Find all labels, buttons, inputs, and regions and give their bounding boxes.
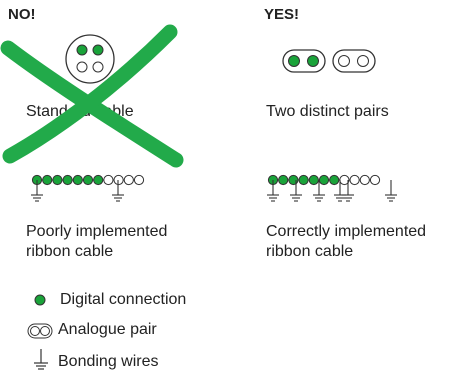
correct-ribbon-cable-icon — [267, 174, 397, 202]
ribbon-analogue-conductor — [349, 174, 360, 186]
ground-symbol-icon — [342, 180, 354, 202]
ribbon-digital-conductor — [329, 174, 340, 186]
poor-ribbon-cable-icon — [31, 174, 145, 202]
legend-analogue-icon — [27, 323, 53, 339]
ribbon-digital-conductor — [93, 174, 104, 186]
legend-ground-symbol-icon — [34, 349, 48, 370]
legend-analogue-label: Analogue pair — [58, 321, 157, 338]
two-pairs-cross-section-icon — [282, 49, 376, 73]
ribbon-digital-conductor — [288, 174, 299, 186]
ground-symbol-icon — [31, 180, 43, 202]
correct-ribbon-label-line2: ribbon cable — [266, 243, 354, 260]
ribbon-analogue-conductor — [103, 174, 114, 186]
ground-symbol-icon — [112, 180, 124, 202]
ribbon-analogue-conductor — [369, 174, 381, 186]
ribbon-digital-conductor — [278, 174, 289, 186]
ribbon-digital-conductor — [72, 174, 83, 186]
ribbon-analogue-conductor — [359, 174, 370, 186]
correct-ribbon-label-line1: Correctly implemented — [266, 223, 427, 240]
yes-heading: YES! — [264, 6, 300, 23]
no-heading: NO! — [8, 6, 36, 23]
ribbon-digital-conductor — [42, 174, 53, 186]
two-pairs-label: Two distinct pairs — [266, 103, 389, 120]
ground-symbol-icon — [290, 180, 302, 202]
ground-symbol-icon — [267, 180, 279, 202]
standard-cable-cross-section-icon — [65, 34, 115, 84]
legend-digital-label: Digital connection — [60, 291, 187, 308]
ribbon-digital-conductor — [62, 174, 73, 186]
ribbon-digital-conductor — [52, 174, 63, 186]
ground-symbol-icon — [385, 180, 397, 202]
ribbon-digital-conductor — [318, 174, 330, 186]
ribbon-analogue-conductor — [133, 174, 145, 186]
legend-digital-icon — [34, 294, 46, 306]
ground-symbol-icon — [313, 180, 325, 202]
ribbon-analogue-conductor — [113, 174, 124, 186]
ribbon-digital-conductor — [308, 174, 319, 186]
cross-mark-icon — [0, 24, 184, 168]
poor-ribbon-label-line2: ribbon cable — [26, 243, 114, 260]
ribbon-digital-conductor — [298, 174, 309, 186]
ribbon-analogue-conductor — [123, 174, 134, 186]
ribbon-digital-conductor — [82, 174, 94, 186]
poor-ribbon-label-line1: Poorly implemented — [26, 223, 168, 240]
legend-bonding-label: Bonding wires — [58, 353, 159, 370]
